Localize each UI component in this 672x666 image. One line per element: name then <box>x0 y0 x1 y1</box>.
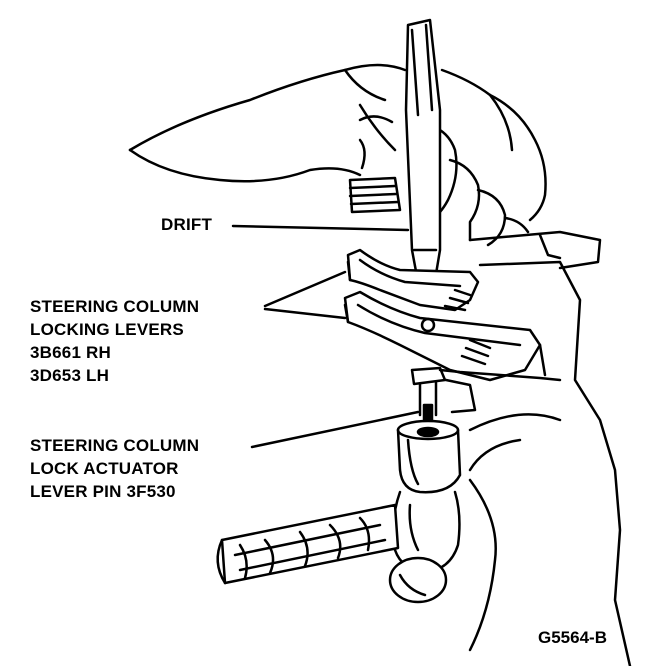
label-levers-line4: 3D653 LH <box>30 366 110 385</box>
label-actuator-line1: STEERING COLUMN <box>30 436 200 455</box>
label-levers-line1: STEERING COLUMN <box>30 297 200 316</box>
actuator-lever-pin <box>410 366 477 427</box>
hammer <box>216 419 462 604</box>
drift-punch <box>404 18 442 298</box>
label-actuator-line3: LEVER PIN 3F530 <box>30 482 176 501</box>
label-levers-line2: LOCKING LEVERS <box>30 320 184 339</box>
figure-id: G5564-B <box>538 628 607 647</box>
upper-locking-lever <box>346 248 480 312</box>
steering-column-housing <box>468 230 632 666</box>
label-levers-line3: 3B661 RH <box>30 343 111 362</box>
label-drift: DRIFT <box>161 215 213 234</box>
lower-locking-lever <box>343 290 562 382</box>
leader-lines <box>231 224 420 449</box>
label-actuator-line2: LOCK ACTUATOR <box>30 459 179 478</box>
